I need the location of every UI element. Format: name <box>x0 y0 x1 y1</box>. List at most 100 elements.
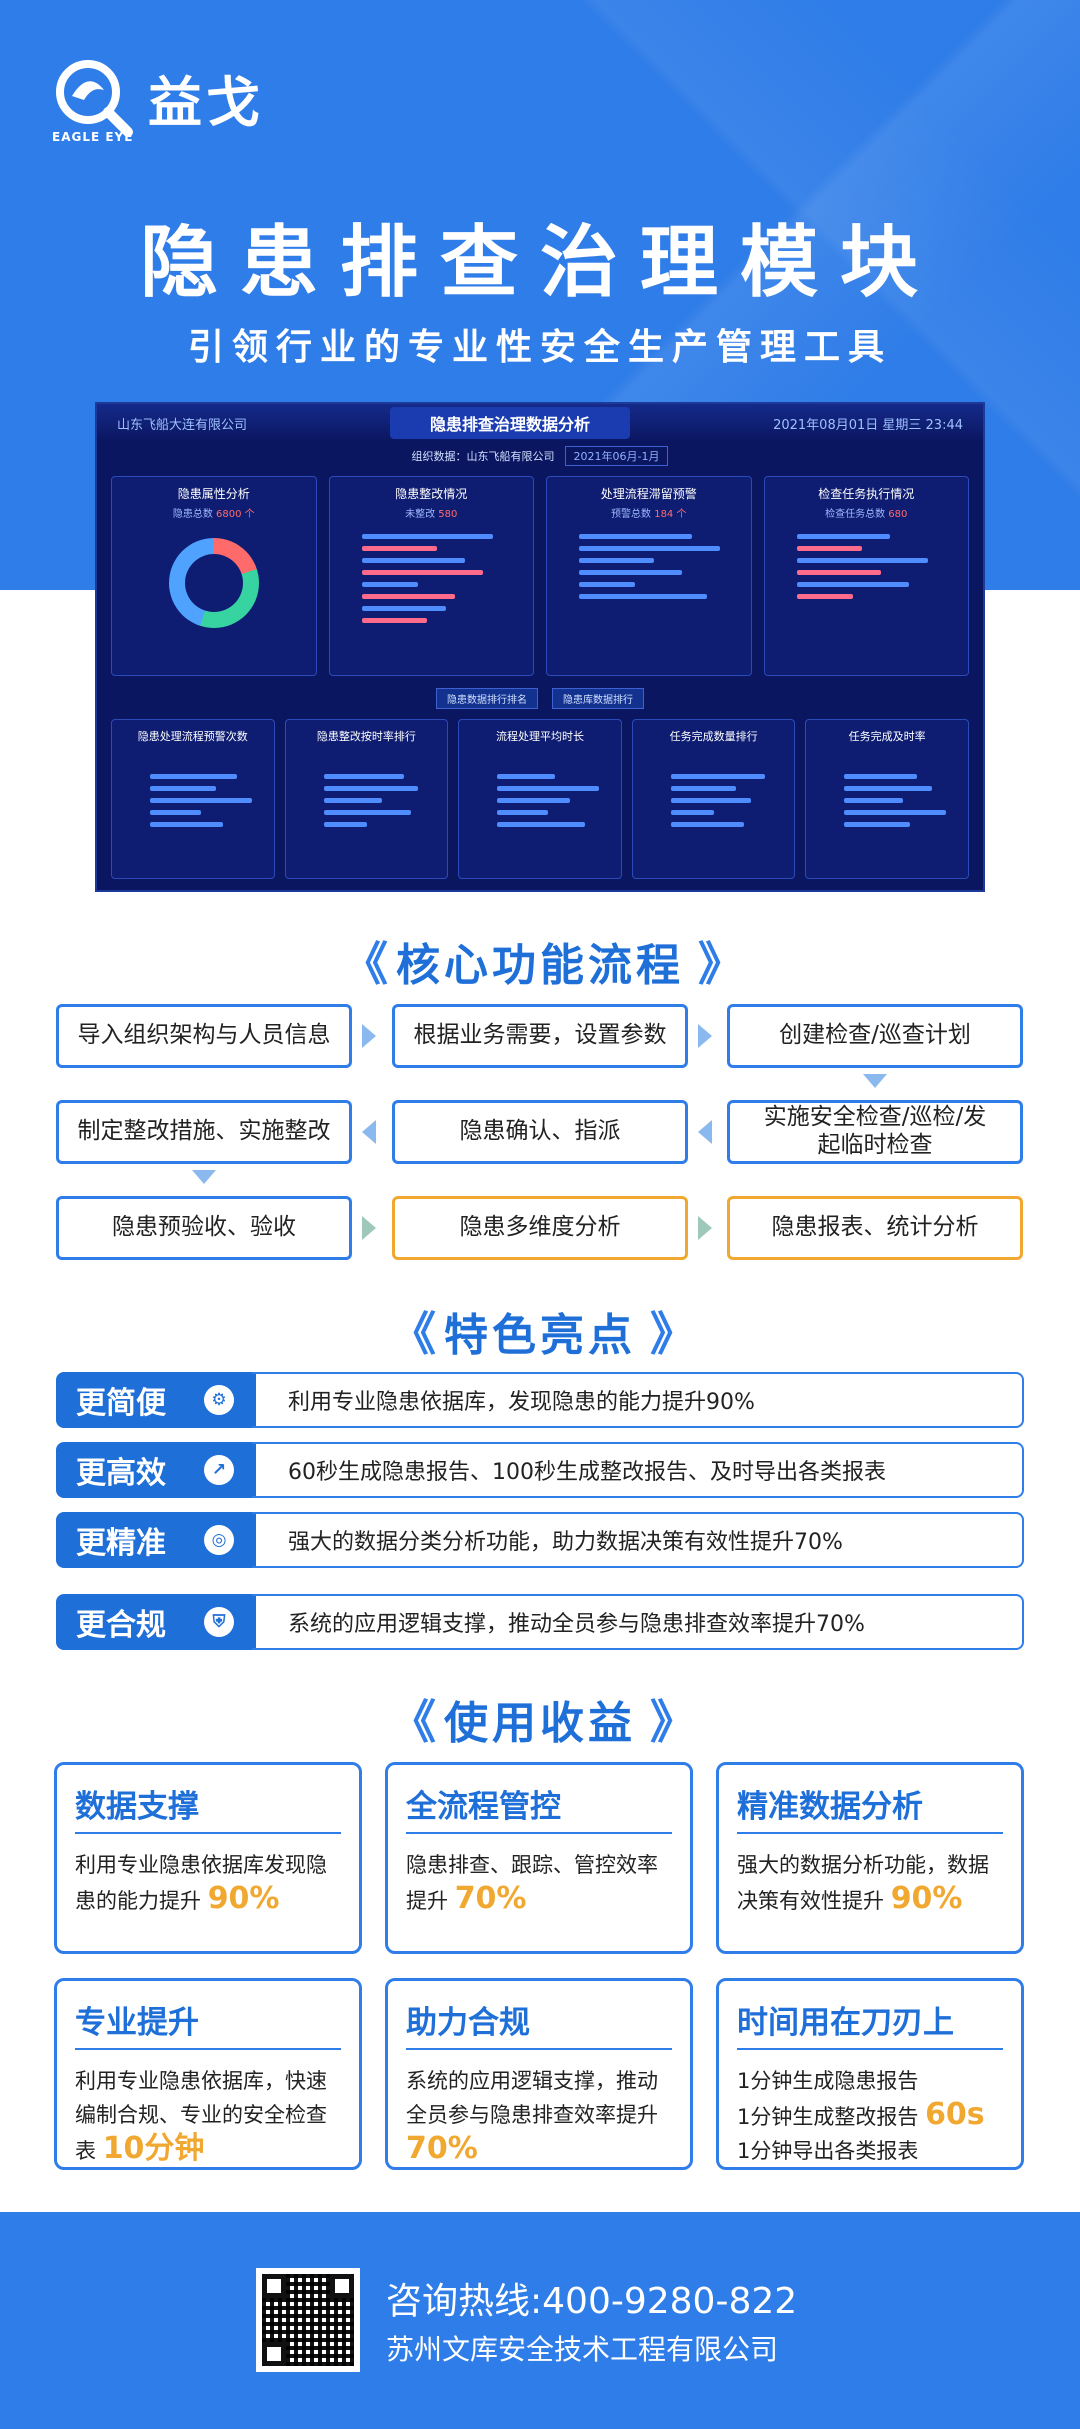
panel-title: 任务完成及时率 <box>848 730 926 743</box>
hero-subtitle: 引领行业的专业性安全生产管理工具 <box>187 327 892 368</box>
flow-step: 隐患报表、统计分析 <box>727 1196 1023 1260</box>
benefit-text: 隐患排查、跟踪、管控效率提升 <box>406 1853 658 1913</box>
flow-step: 隐患确认、指派 <box>392 1100 688 1164</box>
dashboard-org-label: 组织数据：山东飞船有限公司 <box>411 450 555 463</box>
bar <box>361 546 437 551</box>
highlight-text: 利用专业隐患依据库，发现隐患的能力提升90% <box>252 1372 1024 1428</box>
bar <box>670 822 744 827</box>
bar <box>844 810 947 815</box>
panel-sub-value: 6800 个 <box>216 509 255 520</box>
bar <box>579 546 720 551</box>
dashboard-date-filter[interactable]: 2021年06月-1月 <box>564 446 669 466</box>
bar <box>361 582 418 587</box>
benefit-title: 专业提升 <box>75 1997 341 2050</box>
bottom-panel: 流程处理平均时长 <box>458 719 622 879</box>
flow-step: 创建检查/巡查计划 <box>727 1004 1023 1068</box>
benefit-highlight: 90% <box>207 1881 280 1916</box>
section-title-text: 使用收益 <box>444 1698 636 1749</box>
arrow-left-icon <box>698 1120 712 1144</box>
flow-step: 实施安全检查/巡检/发起临时检查 <box>727 1100 1023 1164</box>
company-name: 苏州文库安全技术工程有限公司 <box>386 2333 779 2366</box>
benefit-card: 精准数据分析 强大的数据分析功能，数据决策有效性提升 90% <box>716 1762 1024 1954</box>
bar <box>844 786 932 791</box>
chevron-left-icon: 《 <box>390 1695 436 1749</box>
dashboard-tab[interactable]: 隐患库数据排行 <box>552 688 644 709</box>
arrow-down-icon <box>192 1170 216 1184</box>
chevron-left-icon: 《 <box>390 1307 436 1361</box>
donut-chart <box>168 538 259 628</box>
bottom-panel: 隐患整改按时率排行 <box>284 719 449 879</box>
dashboard-tabs: 隐患数据排行排名 隐患库数据排行 <box>97 688 983 709</box>
highlight-text: 系统的应用逻辑支撑，推动全员参与隐患排查效率提升70% <box>252 1594 1024 1650</box>
benefit-highlight: 70% <box>454 1881 527 1916</box>
dashboard-status: 2021年08月01日 星期三 23:44 <box>773 417 963 433</box>
arrow-right-icon <box>698 1216 712 1240</box>
bar-chart <box>338 534 526 623</box>
chevron-right-icon: 》 <box>650 1307 696 1361</box>
benefit-card: 时间用在刀刃上 1分钟生成隐患报告 1分钟生成整改报告 60s 1分钟导出各类报… <box>716 1978 1024 2170</box>
highlight-row: 更简便 ⚙ 利用专业隐患依据库，发现隐患的能力提升90% <box>56 1372 1024 1428</box>
panel-title: 任务完成数量排行 <box>669 730 758 743</box>
bar <box>796 534 891 539</box>
benefit-highlight: 70% <box>406 2131 478 2166</box>
bar <box>150 774 238 779</box>
highlight-row: 更精准 ◎ 强大的数据分类分析功能，助力数据决策有效性提升70% <box>56 1512 1024 1568</box>
panel-rectification: 隐患整改情况 未整改 580 <box>328 476 534 676</box>
benefit-text: 利用专业隐患依据库发现隐患的能力提升 <box>75 1853 327 1913</box>
shield-icon: ⛨ <box>204 1607 234 1637</box>
panel-sub-value: 680 <box>888 509 908 520</box>
bar <box>361 558 465 563</box>
bar <box>670 798 751 803</box>
highlight-text: 60秒生成隐患报告、100秒生成整改报告、及时导出各类报表 <box>252 1442 1024 1498</box>
arrow-right-icon <box>698 1024 712 1048</box>
bar <box>579 570 683 575</box>
bar <box>579 582 636 587</box>
bar <box>579 594 707 599</box>
brand-name: 益戈 <box>148 70 264 134</box>
section-title-text: 核心功能流程 <box>396 940 684 991</box>
bar <box>670 810 715 815</box>
bar <box>796 582 909 587</box>
target-icon: ◎ <box>204 1525 234 1555</box>
flow-step: 隐患多维度分析 <box>392 1196 688 1260</box>
dashboard-tab[interactable]: 隐患数据排行排名 <box>436 688 538 709</box>
bar <box>844 798 903 803</box>
bar-chart <box>773 534 961 599</box>
section-title-highlights: 《特色亮点》 <box>0 1298 1080 1364</box>
flow-step: 导入组织架构与人员信息 <box>56 1004 352 1068</box>
bar <box>796 594 853 599</box>
panel-title: 处理流程滞留预警 <box>600 487 697 501</box>
flow-step: 隐患预验收、验收 <box>56 1196 352 1260</box>
bar <box>796 558 928 563</box>
brand-sub: EAGLE EYE <box>52 130 134 144</box>
section-title-benefits: 《使用收益》 <box>0 1686 1080 1752</box>
benefit-highlight: 60s <box>925 2097 985 2132</box>
panel-sub-label: 未整改 <box>405 509 436 520</box>
chevron-left-icon: 《 <box>342 937 388 991</box>
bar <box>796 570 881 575</box>
dashboard-title: 隐患排查治理数据分析 <box>390 407 631 439</box>
section-title-text: 特色亮点 <box>444 1310 636 1361</box>
bar <box>323 810 411 815</box>
bar <box>361 618 428 623</box>
trend-icon: ↗ <box>204 1455 234 1485</box>
benefit-text: 系统的应用逻辑支撑，推动全员参与隐患排查效率提升 <box>406 2069 658 2127</box>
flow-step: 根据业务需要，设置参数 <box>392 1004 688 1068</box>
bar <box>361 534 493 539</box>
bar <box>150 786 216 791</box>
bar <box>670 774 766 779</box>
arrow-right-icon <box>362 1216 376 1240</box>
bar <box>323 822 368 827</box>
panel-hazard-attributes: 隐患属性分析 隐患总数 6800 个 <box>111 476 317 676</box>
benefit-title: 助力合规 <box>406 1997 672 2050</box>
panel-flow-warning: 处理流程滞留预警 预警总数 184 个 <box>546 476 752 676</box>
hero-title: 隐患排查治理模块 <box>139 218 940 308</box>
section-title-flow: 《核心功能流程》 <box>0 928 1080 994</box>
dashboard-preview: 山东飞船大连有限公司 隐患排查治理数据分析 2021年08月01日 星期三 23… <box>95 402 985 892</box>
bar <box>497 774 556 779</box>
hero-banner: 益戈 EAGLE EYE 隐患排查治理模块 引领行业的专业性安全生产管理工具 <box>0 0 1080 590</box>
qr-code-icon[interactable] <box>256 2268 360 2372</box>
bottom-panel: 隐患处理流程预警次数 <box>111 719 275 879</box>
arrow-right-icon <box>362 1024 376 1048</box>
bar <box>361 570 484 575</box>
